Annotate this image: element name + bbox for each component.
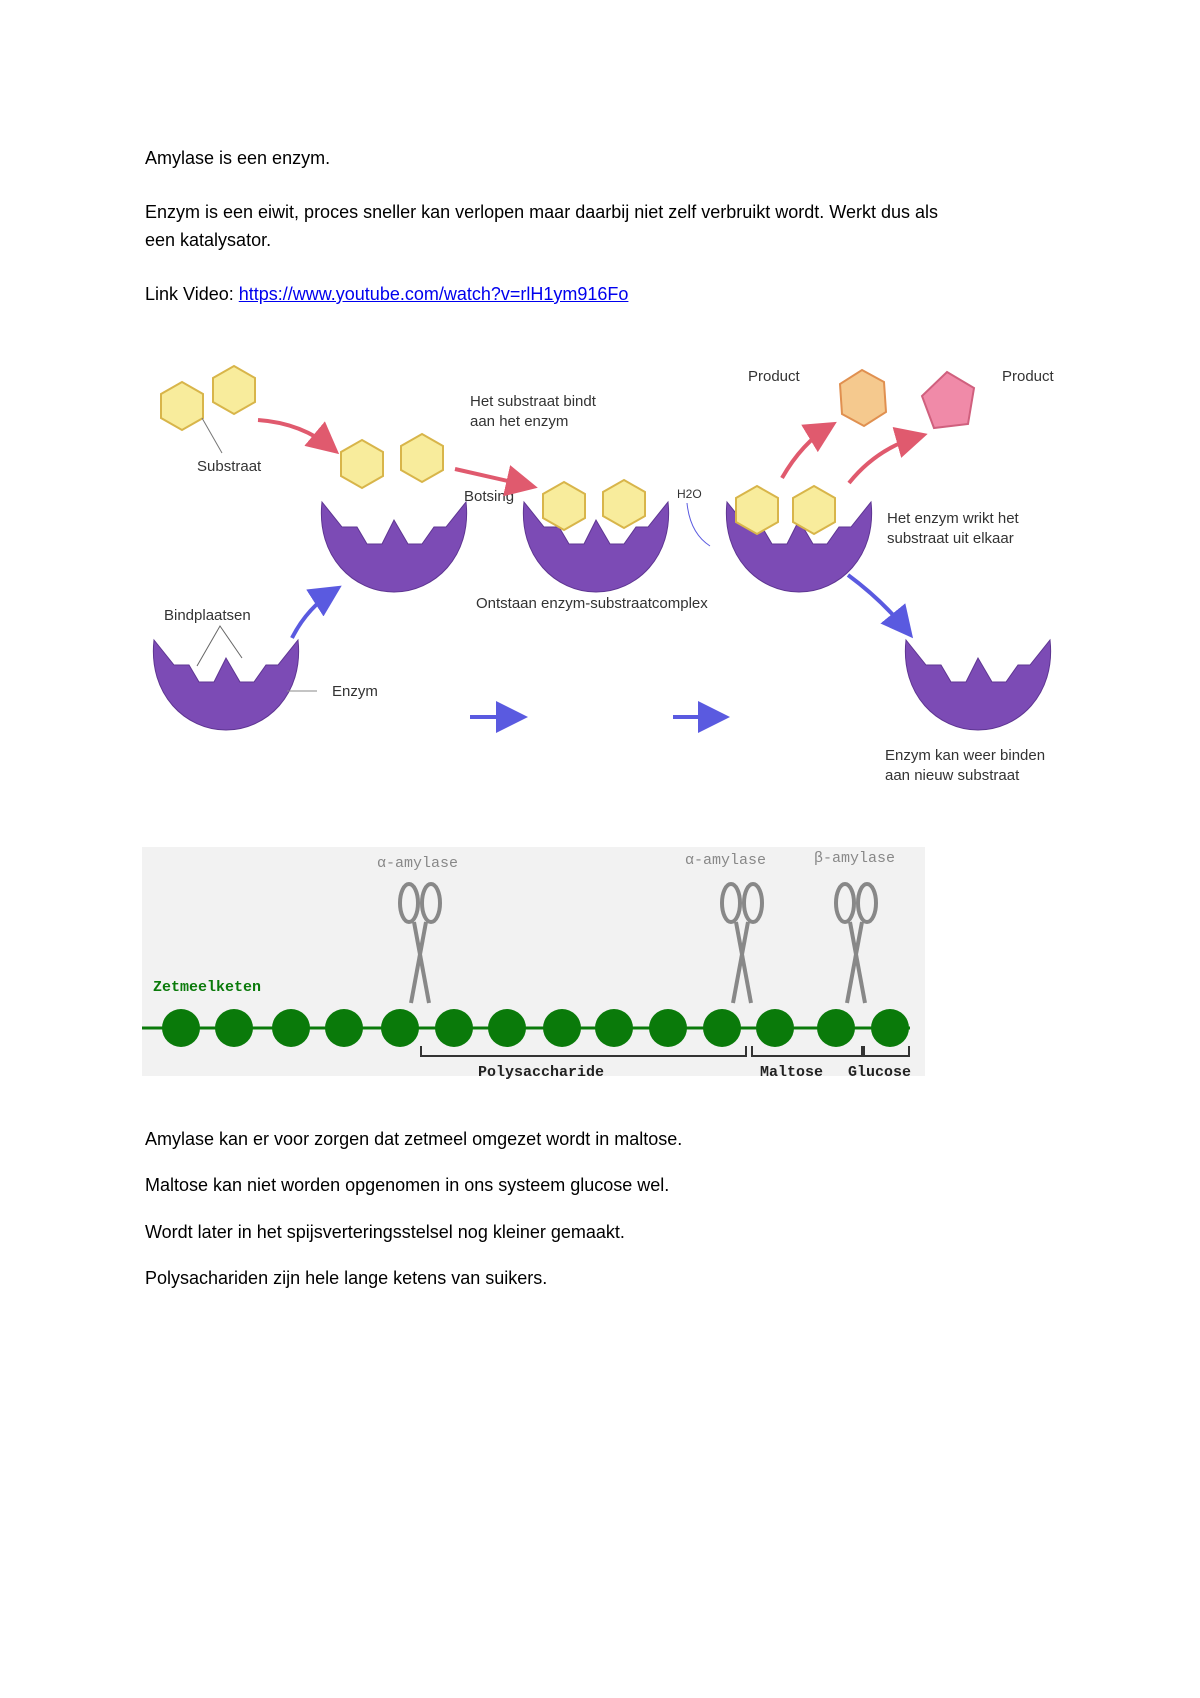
scissors-icon — [720, 882, 764, 1004]
scissors-icon — [398, 882, 442, 1004]
label-weer-1: Enzym kan weer binden — [885, 747, 1045, 764]
paragraph-intro: Amylase is een enzym. — [145, 148, 331, 168]
substrate-molecule — [160, 365, 256, 431]
arrow-icon — [780, 421, 837, 479]
glucose-unit — [595, 1009, 633, 1047]
video-link-label: Link Video: — [145, 284, 239, 304]
enzyme-shape — [152, 639, 300, 731]
label-bindt-2: aan het enzym — [470, 413, 568, 430]
video-link[interactable]: https://www.youtube.com/watch?v=rlH1ym91… — [238, 284, 629, 304]
video-link-line: Link Video: https://www.youtube.com/watc… — [145, 283, 628, 305]
label-h2o: H2O — [677, 487, 702, 501]
label-alpha-amylase-1: α-amylase — [377, 855, 458, 872]
glucose-unit — [871, 1009, 909, 1047]
product-molecule — [838, 368, 888, 428]
label-botsing: Botsing — [464, 488, 514, 505]
glucose-unit — [543, 1009, 581, 1047]
label-wrikt-2: substraat uit elkaar — [887, 530, 1014, 547]
glucose-unit — [272, 1009, 310, 1047]
label-alpha-amylase-2: α-amylase — [685, 852, 766, 869]
label-zetmeelketen: Zetmeelketen — [153, 979, 261, 996]
glucose-unit — [162, 1009, 200, 1047]
enzyme-shape — [320, 501, 468, 593]
label-beta-amylase: β-amylase — [814, 850, 895, 867]
paragraph-spijsvertering: Wordt later in het spijsverteringsstelse… — [145, 1222, 625, 1242]
arrow-icon — [454, 465, 538, 497]
label-substraat: Substraat — [197, 458, 262, 475]
product-molecule — [920, 370, 976, 430]
glucose-unit — [649, 1009, 687, 1047]
glucose-unit — [703, 1009, 741, 1047]
glucose-unit — [756, 1009, 794, 1047]
glucose-unit — [381, 1009, 419, 1047]
label-weer-2: aan nieuw substraat — [885, 767, 1020, 784]
arrow-icon — [257, 418, 340, 455]
arrow-icon — [290, 585, 342, 639]
label-maltose: Maltose — [760, 1064, 823, 1081]
label-bindt-1: Het substraat bindt — [470, 393, 597, 410]
arrow-icon — [847, 427, 928, 485]
diagram-background — [142, 847, 925, 1076]
paragraph-enzyme-line1: Enzym is een eiwit, proces sneller kan v… — [145, 202, 939, 222]
glucose-unit — [488, 1009, 526, 1047]
scissors-icon — [834, 882, 878, 1004]
label-product-1: Product — [748, 368, 801, 385]
label-bindplaatsen: Bindplaatsen — [164, 607, 251, 624]
label-product-2: Product — [1002, 368, 1055, 385]
label-enzym: Enzym — [332, 683, 378, 700]
enzyme-shape — [904, 639, 1052, 731]
enzyme-substrate-diagram: Substraat Het substraat bindt aan het en… — [152, 365, 1055, 784]
arrow-icon — [846, 573, 914, 639]
label-wrikt-1: Het enzym wrikt het — [887, 510, 1020, 527]
label-complex: Ontstaan enzym-substraatcomplex — [476, 595, 708, 612]
paragraph-maltose: Maltose kan niet worden opgenomen in ons… — [145, 1175, 670, 1195]
paragraph-enzyme-line2: een katalysator. — [145, 230, 272, 250]
bracket-lines — [420, 1046, 910, 1057]
glucose-unit — [435, 1009, 473, 1047]
glucose-unit — [215, 1009, 253, 1047]
glucose-unit — [325, 1009, 363, 1047]
label-polysaccharide: Polysaccharide — [478, 1064, 604, 1081]
label-glucose: Glucose — [848, 1064, 911, 1081]
substrate-molecule — [340, 433, 444, 489]
amylase-chain-diagram: α-amylase α-amylase β-amylase Zetmeelket… — [142, 847, 925, 1081]
paragraph-amylase: Amylase kan er voor zorgen dat zetmeel o… — [145, 1129, 683, 1149]
glucose-unit — [817, 1009, 855, 1047]
paragraph-polysachariden: Polysachariden zijn hele lange ketens va… — [145, 1268, 548, 1288]
